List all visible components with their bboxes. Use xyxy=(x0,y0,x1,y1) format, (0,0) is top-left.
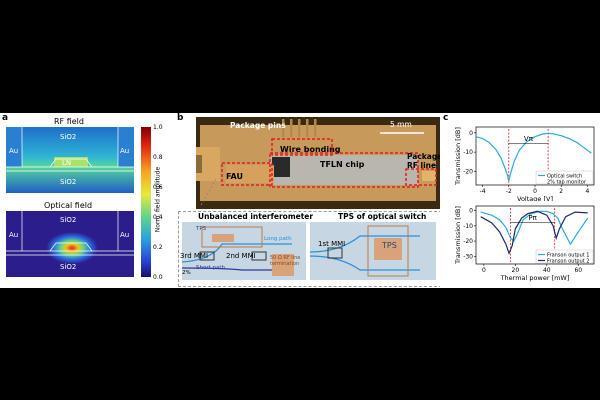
legend-entry: Franson output 2 xyxy=(547,259,590,265)
colorbar-label: Norm. field amplitude xyxy=(154,166,162,233)
label-two-percent: 2% xyxy=(182,270,191,276)
opt-sio2-bottom: SiO2 xyxy=(60,263,77,271)
package-photo xyxy=(196,117,440,209)
rf-sio2-top: SiO2 xyxy=(60,133,77,141)
label-package-pins: Package pins xyxy=(230,121,286,130)
y-tick-label: -20 xyxy=(463,238,473,245)
rf-field-map xyxy=(6,127,134,193)
rf-sio2-bottom: SiO2 xyxy=(60,178,77,186)
label-tps-left: TPS xyxy=(196,226,207,232)
panel-b-label: b xyxy=(177,113,184,123)
label-long-path: Long path xyxy=(264,236,292,242)
rf-field-title: RF field xyxy=(54,117,84,126)
label-second-mmi: 2nd MMI xyxy=(226,252,256,260)
colorbar-tick: 0.4 xyxy=(153,214,163,221)
x-tick-label: 4 xyxy=(586,188,590,195)
x-axis-label: Thermal power [mW] xyxy=(500,274,570,282)
y-axis-label: Transmission [dB] xyxy=(454,127,462,186)
label-first-mmi: 1st MMI xyxy=(318,240,346,248)
colorbar-tick: 1.0 xyxy=(153,124,163,131)
series-line xyxy=(475,132,592,182)
label-tps-of-switch: TPS of optical switch xyxy=(338,212,427,221)
opt-au-left: Au xyxy=(9,231,19,239)
legend-entry: 2% tap monitor xyxy=(547,180,587,186)
label-tfln-chip: TFLN chip xyxy=(320,160,365,169)
rf-au-left: Au xyxy=(9,147,19,155)
x-tick-label: 0 xyxy=(533,188,537,195)
y-tick-label: 0 xyxy=(469,208,473,215)
colorbar-tick: 0.8 xyxy=(153,154,163,161)
legend-box xyxy=(535,170,594,185)
panel-c-label: c xyxy=(443,113,449,123)
x-tick-label: 0 xyxy=(482,267,486,274)
x-axis-label: Voltage [V] xyxy=(517,195,553,201)
annotation-label: Pπ xyxy=(528,214,537,222)
legend-box xyxy=(535,249,594,264)
x-tick-label: 60 xyxy=(574,267,582,274)
y-tick-label: -10 xyxy=(463,223,473,230)
rf-ln: LN xyxy=(62,159,72,167)
x-tick-label: -4 xyxy=(480,188,486,195)
label-tps-right: TPS xyxy=(382,241,397,250)
colorbar-tick: 0.6 xyxy=(153,184,163,191)
colorbar-tick: 0.0 xyxy=(153,274,163,281)
legend-entry: Optical switch xyxy=(547,174,582,180)
label-fau: FAU xyxy=(226,172,243,181)
optical-field-map xyxy=(6,211,134,277)
label-wire-bonding: Wire bonding xyxy=(280,145,341,154)
series-line xyxy=(480,210,589,246)
plot-frame xyxy=(475,205,595,265)
opt-au-right: Au xyxy=(120,231,130,239)
panel-a-label: a xyxy=(2,113,9,123)
x-tick-label: 2 xyxy=(559,188,563,195)
label-package-rf-line: Package RF line xyxy=(407,152,443,170)
y-tick-label: -20 xyxy=(463,168,473,175)
legend-entry: Franson output 1 xyxy=(547,253,590,259)
colorbar-tick: 0.2 xyxy=(153,244,163,251)
optical-field-title: Optical field xyxy=(44,201,93,210)
label-third-mmi: 3rd MMI xyxy=(180,252,209,260)
rf-au-right: Au xyxy=(120,147,130,155)
label-unbalanced-interferometer: Unbalanced interferometer xyxy=(198,212,314,221)
annotation-label: Vπ xyxy=(524,135,534,143)
y-tick-label: -10 xyxy=(463,149,473,156)
opt-sio2-top: SiO2 xyxy=(60,216,77,224)
y-axis-label: Transmission [dB] xyxy=(454,206,462,265)
colorbar xyxy=(141,127,151,277)
series-line xyxy=(480,210,588,255)
label-scale-bar: 5 mm xyxy=(390,120,412,129)
x-tick-label: 40 xyxy=(543,267,551,274)
x-tick-label: 20 xyxy=(512,267,520,274)
micrograph-tps-switch xyxy=(310,222,436,280)
y-tick-label: 0 xyxy=(469,130,473,137)
label-rf-termination: 50 Ω RF line termination xyxy=(270,255,301,267)
y-tick-label: -30 xyxy=(463,253,473,260)
micrograph-unbalanced xyxy=(182,222,306,280)
label-short-path: Short path xyxy=(196,265,226,271)
x-tick-label: -2 xyxy=(506,188,512,195)
